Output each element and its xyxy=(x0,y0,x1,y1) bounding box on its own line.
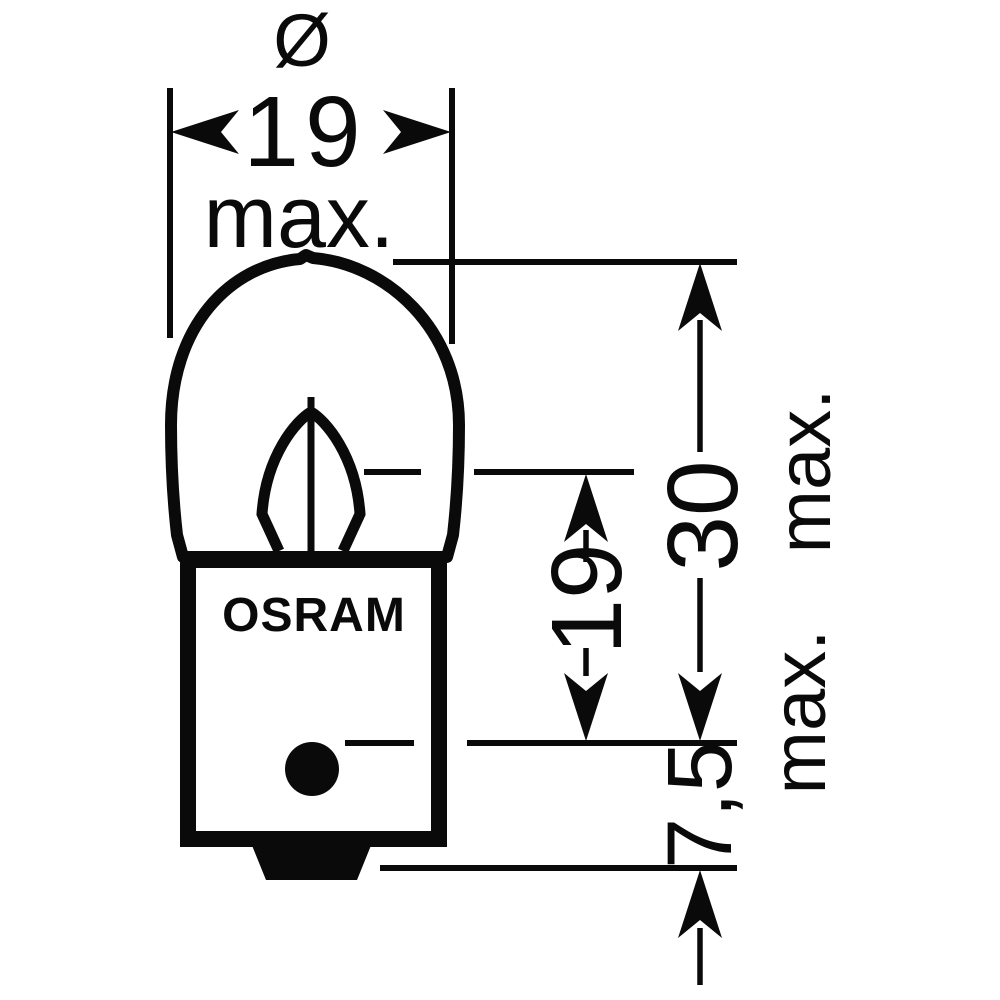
light-center-arrow-up xyxy=(564,474,608,542)
brand-label: OSRAM xyxy=(222,589,406,642)
diameter-arrow-left xyxy=(171,110,239,154)
light-center-arrow-down xyxy=(564,673,608,741)
overall-length-arrow-down xyxy=(678,673,722,741)
light-center-value: 19 xyxy=(531,543,643,654)
base-length-value: 7,5 xyxy=(649,741,751,869)
bayonet-pin-dot xyxy=(285,742,339,796)
diameter-value: 19 xyxy=(243,76,366,188)
diameter-qualifier: max. xyxy=(204,167,395,266)
base-length-dimension: 7,5 max. xyxy=(649,630,842,985)
bulb-glass-outline xyxy=(165,249,465,563)
diameter-symbol: Ø xyxy=(273,0,331,82)
diameter-arrow-right xyxy=(383,110,451,154)
diameter-dimension: Ø 19 max. xyxy=(167,0,455,344)
overall-length-dimension: 30 max. xyxy=(647,263,847,741)
base-length-arrow-up xyxy=(678,870,722,938)
overall-length-arrow-up xyxy=(678,263,722,331)
overall-length-value: 30 xyxy=(647,460,759,571)
base-length-qualifier: max. xyxy=(757,630,842,795)
overall-length-qualifier: max. xyxy=(762,389,847,554)
base-contact xyxy=(251,843,372,880)
light-center-length-dimension: 19 xyxy=(531,474,643,741)
